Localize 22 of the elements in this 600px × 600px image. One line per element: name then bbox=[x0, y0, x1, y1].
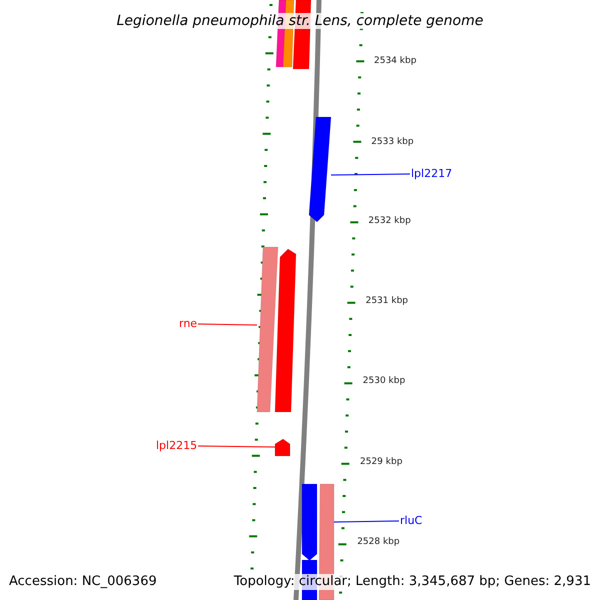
scale-label: 2531 kbp bbox=[366, 296, 408, 306]
leader-line bbox=[330, 174, 410, 176]
gene-label: lpl2215 bbox=[156, 440, 198, 452]
leader-line bbox=[334, 520, 400, 522]
gene-feature bbox=[275, 249, 296, 412]
genome-summary: Topology: circular; Length: 3,345,687 bp; Genes: 2,931 bbox=[234, 574, 591, 590]
gene-label: rluC bbox=[400, 515, 422, 527]
gene-label: rne bbox=[179, 318, 198, 330]
scale-label: 2533 kbp bbox=[371, 137, 414, 147]
leader-line bbox=[198, 446, 276, 448]
gene-feature bbox=[275, 439, 291, 456]
gene-feature bbox=[309, 117, 331, 222]
scale-label: 2534 kbp bbox=[374, 56, 416, 66]
leader-line bbox=[198, 324, 258, 326]
scale-label: 2528 kbp bbox=[357, 537, 400, 547]
scale-label: 2530 kbp bbox=[362, 376, 406, 386]
accession-note: Accession: NC_006369 bbox=[9, 574, 157, 590]
scale-label: 2529 kbp bbox=[360, 457, 402, 467]
scale-label: 2532 kbp bbox=[368, 216, 411, 226]
title: Legionella pneumophila str. Lens, complete genome bbox=[116, 13, 484, 29]
gene-feature bbox=[257, 247, 278, 412]
gene-label: lpl2217 bbox=[411, 168, 452, 180]
